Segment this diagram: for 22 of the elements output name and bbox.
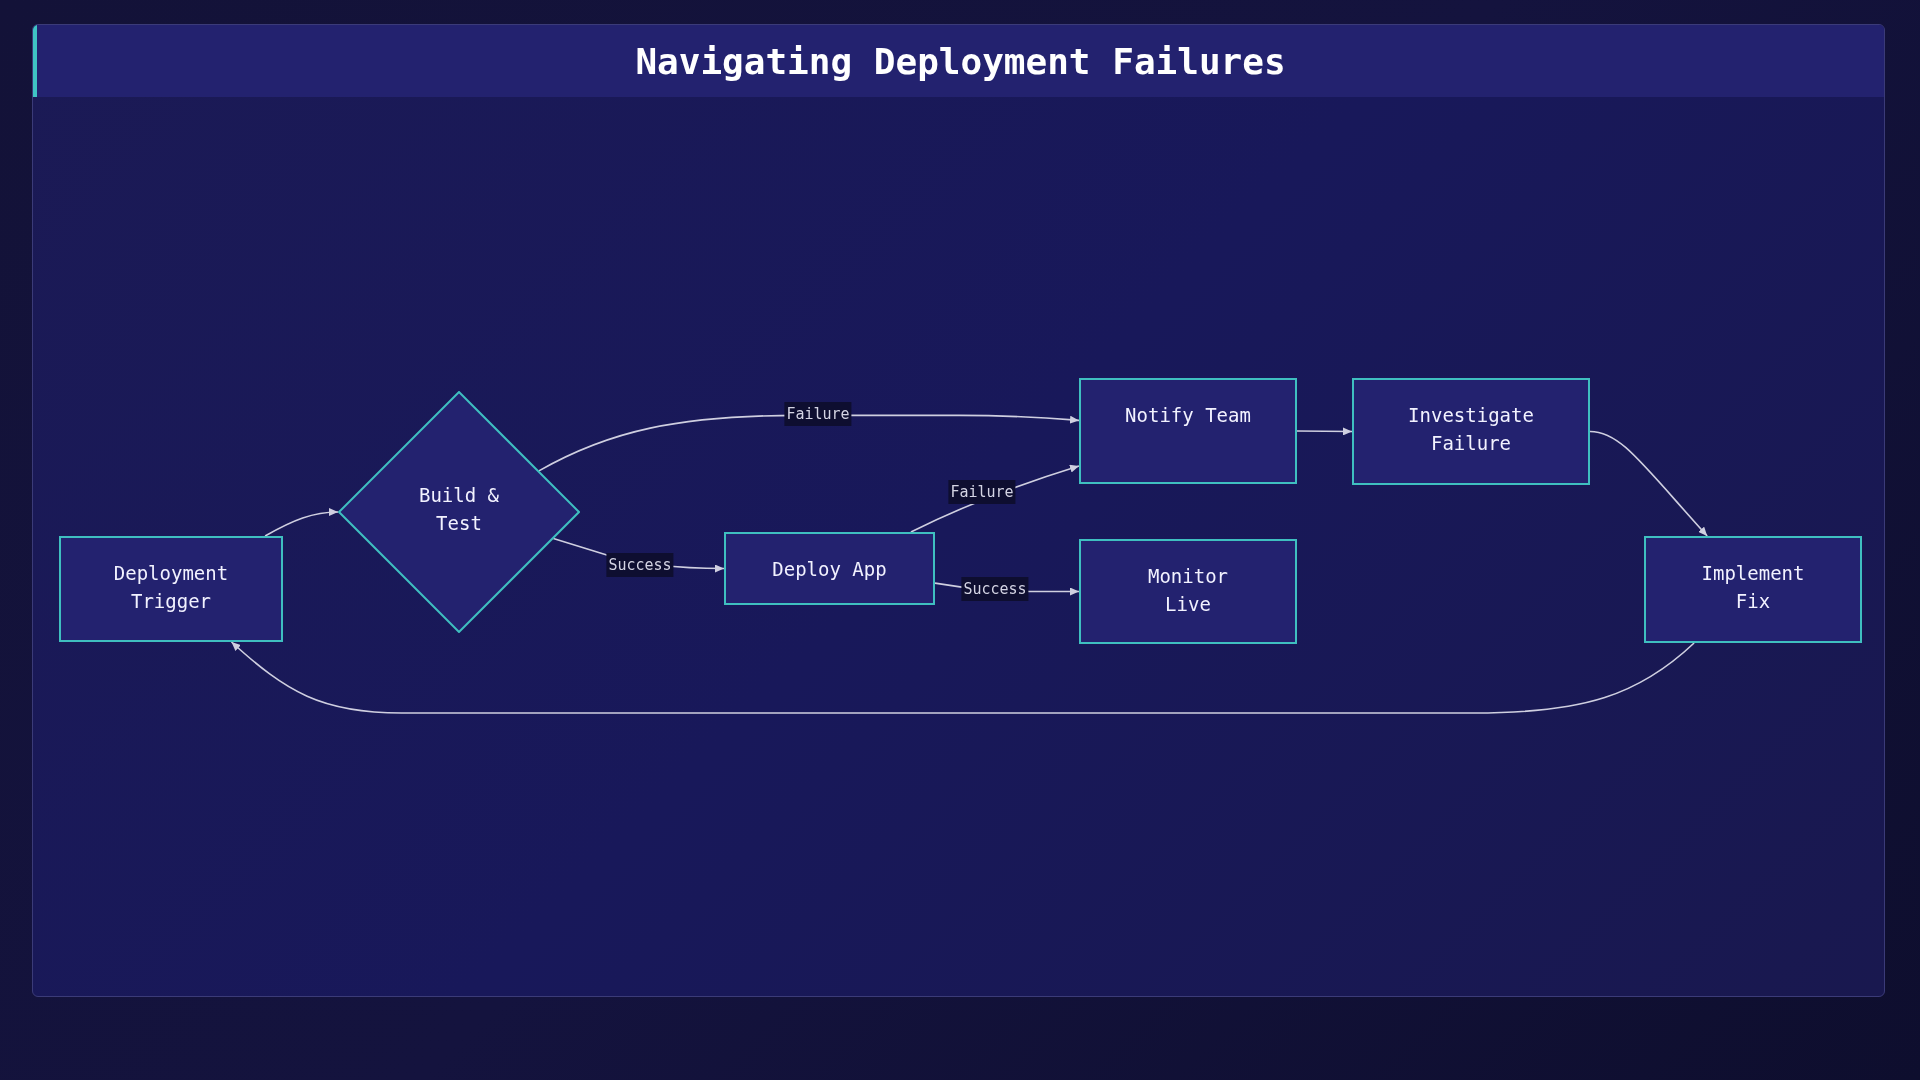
arrow — [1296, 427, 1353, 436]
node-label: Build & Test — [417, 482, 501, 536]
process-box — [724, 532, 935, 605]
node-label: Deployment Trigger — [112, 561, 230, 614]
edge-label: Success — [961, 577, 1029, 601]
process-box — [1352, 378, 1590, 485]
diagram-title: Navigating Deployment Failures — [635, 40, 1286, 82]
arrow — [1589, 430, 1708, 537]
process-box — [1079, 378, 1297, 484]
node-label: Deploy App — [772, 557, 887, 582]
node-label: Implement Fix — [1700, 561, 1806, 614]
node-label: Investigate Failure — [1407, 403, 1535, 456]
arrow — [264, 508, 339, 537]
process-box — [1079, 539, 1297, 644]
process-box — [59, 536, 283, 642]
edge-label: Failure — [948, 480, 1016, 504]
edge-label: Success — [606, 553, 674, 577]
process-box — [1644, 536, 1862, 643]
arrow — [230, 641, 1695, 714]
node-label: Notify Team — [1125, 403, 1251, 428]
node-label: Monitor Live — [1146, 564, 1230, 617]
edge-label: Failure — [784, 402, 852, 426]
